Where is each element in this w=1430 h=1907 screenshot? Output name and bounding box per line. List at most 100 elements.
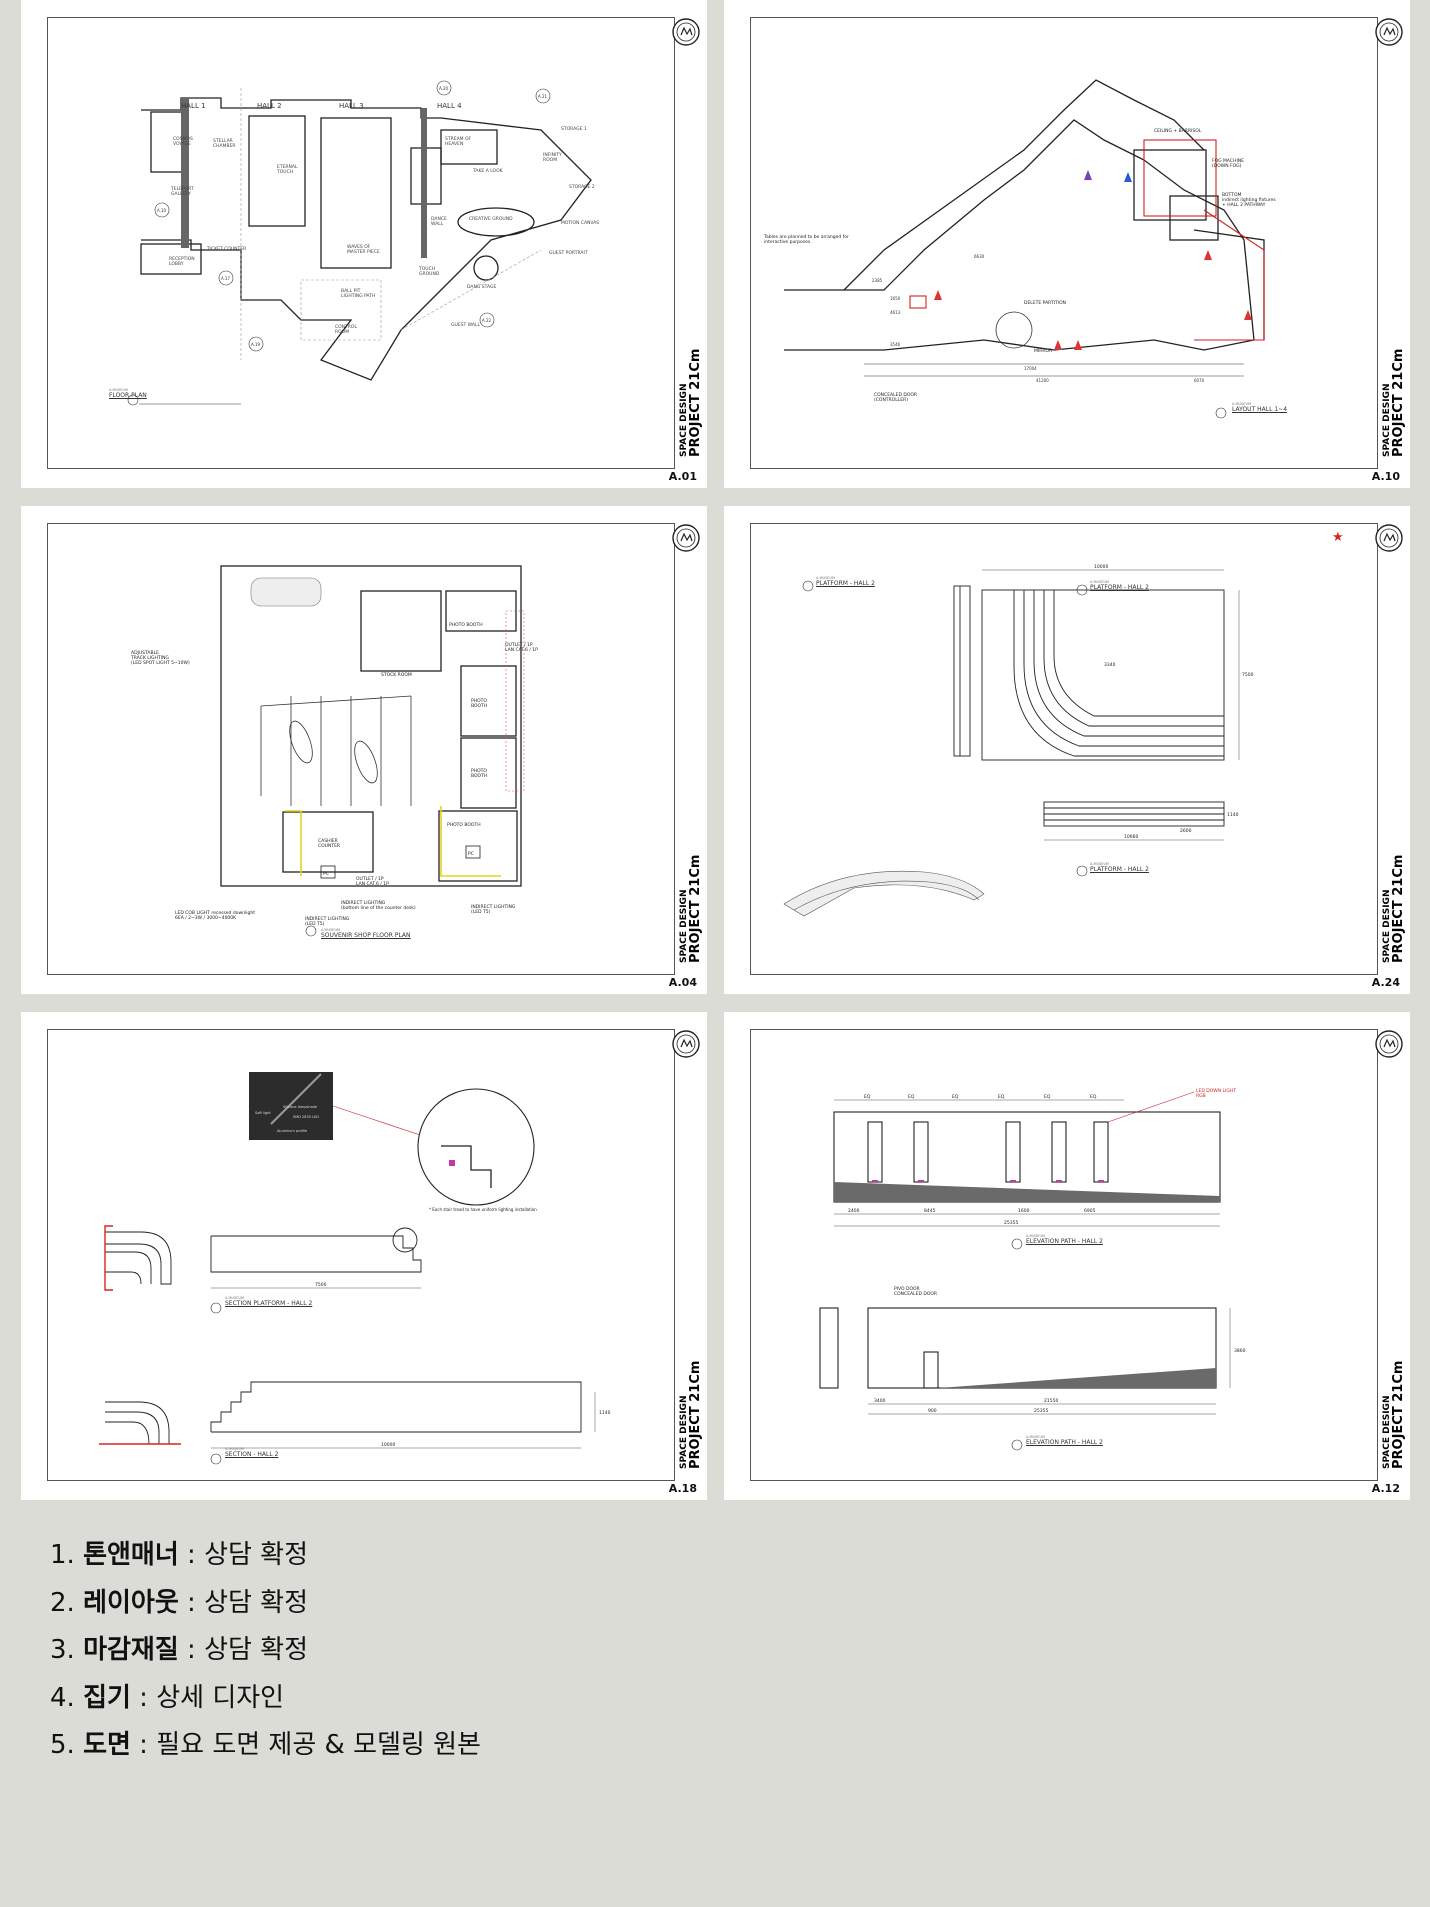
svg-text:STORAGE 1: STORAGE 1 — [561, 126, 587, 132]
svg-text:DELETE PARTITION: DELETE PARTITION — [1024, 300, 1066, 306]
layout-plan-drawing: CEILING + BARRISOL FOG MACHINE(DOWN FOG)… — [763, 79, 1276, 419]
project-line2: PROJECT 21Cm — [688, 348, 703, 457]
item-number: 1. — [50, 1540, 75, 1570]
project-line2: PROJECT 21Cm — [688, 854, 703, 963]
company-logo-icon — [672, 18, 700, 46]
svg-text:EQ: EQ — [1090, 1094, 1097, 1100]
svg-text:DANG STAGE: DANG STAGE — [467, 284, 496, 290]
svg-text:indirect lighting fixtures: indirect lighting fixtures — [1222, 197, 1276, 203]
project-line2: PROJECT 21Cm — [1391, 1360, 1406, 1469]
svg-text:PHOTO: PHOTO — [471, 698, 487, 704]
svg-text:CASHIER: CASHIER — [318, 838, 338, 844]
svg-text:OUTLET / 1P: OUTLET / 1P — [356, 876, 384, 882]
svg-text:6630: 6630 — [974, 254, 985, 259]
svg-text:CONCEALED DOOR: CONCEALED DOOR — [894, 1291, 937, 1297]
svg-text:A.20: A.20 — [439, 86, 448, 91]
drawing-caption-3: A.MUSEUM PLATFORM - HALL 2 — [1090, 862, 1149, 873]
item-separator: : — [178, 1635, 205, 1665]
drawing-frame — [750, 523, 1378, 975]
svg-text:CONTROL: CONTROL — [335, 324, 357, 330]
svg-text:(bottom line of the counter de: (bottom line of the counter desk) — [341, 905, 416, 911]
svg-text:ROOM: ROOM — [335, 329, 349, 335]
caption-subtitle: A.MUSEUM — [816, 576, 836, 580]
svg-text:TOUCH: TOUCH — [276, 169, 293, 175]
svg-text:TRACK LIGHTING: TRACK LIGHTING — [130, 655, 169, 661]
caption-subtitle: A.MUSEUM — [321, 928, 341, 932]
svg-text:BOOTH: BOOTH — [471, 703, 487, 709]
svg-text:TELEPORT: TELEPORT — [170, 186, 194, 192]
item-value: 필요 도면 제공 & 모델링 원본 — [156, 1730, 481, 1760]
svg-text:BOTTOM: BOTTOM — [1222, 192, 1242, 198]
svg-text:A.19: A.19 — [251, 342, 260, 347]
svg-text:LAN CAT.6 / 1P: LAN CAT.6 / 1P — [356, 881, 389, 887]
svg-text:VOYAGE: VOYAGE — [173, 141, 191, 147]
caption-subtitle: A.MUSEUM — [1090, 580, 1110, 584]
drawing-caption-1: A.MUSEUM PLATFORM - HALL 2 — [816, 576, 875, 587]
svg-text:TICKET COUNTER: TICKET COUNTER — [206, 246, 246, 252]
svg-text:A.10: A.10 — [157, 208, 166, 213]
scope-item: 4. 집기 : 상세 디자인 — [50, 1675, 481, 1723]
item-key: 레이아웃 — [83, 1587, 179, 1618]
sheet-number: A.18 — [668, 1482, 697, 1495]
item-key: 마감재질 — [83, 1635, 179, 1665]
svg-text:3400: 3400 — [874, 1398, 886, 1404]
sheet-number: A.12 — [1371, 1482, 1400, 1495]
item-number: 3. — [50, 1635, 75, 1665]
svg-text:ETERNAL: ETERNAL — [277, 164, 298, 170]
svg-text:(LED T5): (LED T5) — [305, 921, 325, 927]
svg-text:INDIRECT LIGHTING: INDIRECT LIGHTING — [305, 916, 350, 922]
company-logo-icon — [1375, 524, 1403, 552]
svg-text:25355: 25355 — [1034, 1408, 1048, 1414]
caption-subtitle: A.MUSEUM — [225, 1296, 245, 1300]
svg-text:COUNTER: COUNTER — [318, 843, 340, 849]
svg-text:6905: 6905 — [1084, 1208, 1096, 1214]
svg-text:DANCE: DANCE — [431, 216, 447, 222]
caption-title: ELEVATION PATH - HALL 2 — [1026, 1439, 1103, 1446]
drawing-frame — [750, 17, 1378, 469]
scope-item: 2. 레이아웃 : 상담 확정 — [50, 1580, 481, 1628]
scope-item: 3. 마감재질 : 상담 확정 — [50, 1627, 481, 1675]
svg-text:2385: 2385 — [872, 278, 883, 283]
svg-text:Soft light: Soft light — [255, 1111, 271, 1115]
svg-text:6EA / 2~3W / 3000~4000K: 6EA / 2~3W / 3000~4000K — [175, 915, 237, 921]
svg-text:Tables are planned to be arran: Tables are planned to be arranged for — [763, 234, 849, 240]
svg-text:LAN CAT.6 / 1P: LAN CAT.6 / 1P — [505, 647, 538, 653]
svg-text:Aluminum profile: Aluminum profile — [277, 1129, 307, 1133]
svg-text:(CONTROLLER): (CONTROLLER) — [874, 397, 908, 403]
svg-text:EQ: EQ — [1044, 1094, 1051, 1100]
svg-text:HALL 4: HALL 4 — [437, 102, 462, 110]
svg-text:(LED T5): (LED T5) — [471, 909, 491, 915]
svg-text:CHAMBER: CHAMBER — [213, 143, 236, 149]
svg-text:Silicone lampshade: Silicone lampshade — [283, 1105, 317, 1109]
company-logo-icon — [672, 1030, 700, 1058]
svg-text:TOUCH: TOUCH — [418, 266, 435, 272]
svg-text:41200: 41200 — [1036, 378, 1049, 383]
svg-text:LOBBY: LOBBY — [169, 261, 184, 267]
svg-text:SMD 2835 LED: SMD 2835 LED — [293, 1115, 319, 1119]
project-line2: PROJECT 21Cm — [1391, 348, 1406, 457]
svg-text:A.17: A.17 — [221, 276, 230, 281]
svg-text:HALL 1: HALL 1 — [181, 102, 206, 110]
caption-title: SOUVENIR SHOP FLOOR PLAN — [321, 932, 411, 939]
svg-text:CREATIVE GROUND: CREATIVE GROUND — [469, 216, 513, 222]
svg-text:MOTION CANVAS: MOTION CANVAS — [561, 220, 599, 226]
svg-text:3860: 3860 — [1234, 1348, 1246, 1354]
item-key: 톤앤매너 — [83, 1540, 179, 1570]
svg-text:STOCK ROOM: STOCK ROOM — [381, 672, 412, 678]
svg-text:1140: 1140 — [599, 1410, 611, 1416]
drawing-frame — [47, 1029, 675, 1481]
svg-text:STREAM OF: STREAM OF — [445, 136, 472, 142]
svg-text:MIRROR: MIRROR — [1034, 348, 1052, 354]
svg-text:WAVES OF: WAVES OF — [347, 244, 371, 250]
item-number: 5. — [50, 1730, 75, 1760]
item-key: 도면 — [83, 1730, 131, 1760]
svg-text:10000: 10000 — [1094, 564, 1108, 570]
caption-title: SECTION - HALL 2 — [225, 1451, 279, 1458]
